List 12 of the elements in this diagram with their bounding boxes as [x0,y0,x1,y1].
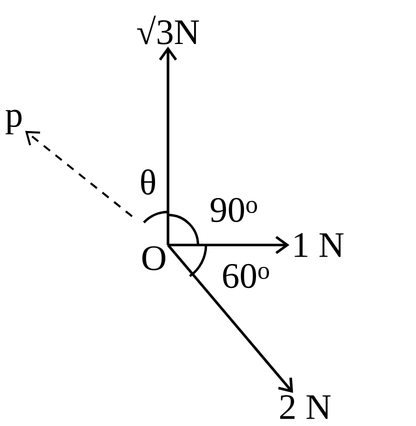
force-arrow [168,236,290,254]
dashed-arrow [25,130,133,218]
force-arrow [167,244,294,393]
force-label: 1 N [294,233,344,257]
angle-label: 60$^{o}$ [223,264,269,288]
angle-label: 90$^{o}$ [210,198,257,222]
force-arrow [158,46,178,245]
force-label: p [6,110,22,134]
force-label: 2 N [280,395,331,419]
force-label: √3N [137,16,199,44]
origin-label: O [142,246,166,270]
angle-label: θ [141,169,156,195]
